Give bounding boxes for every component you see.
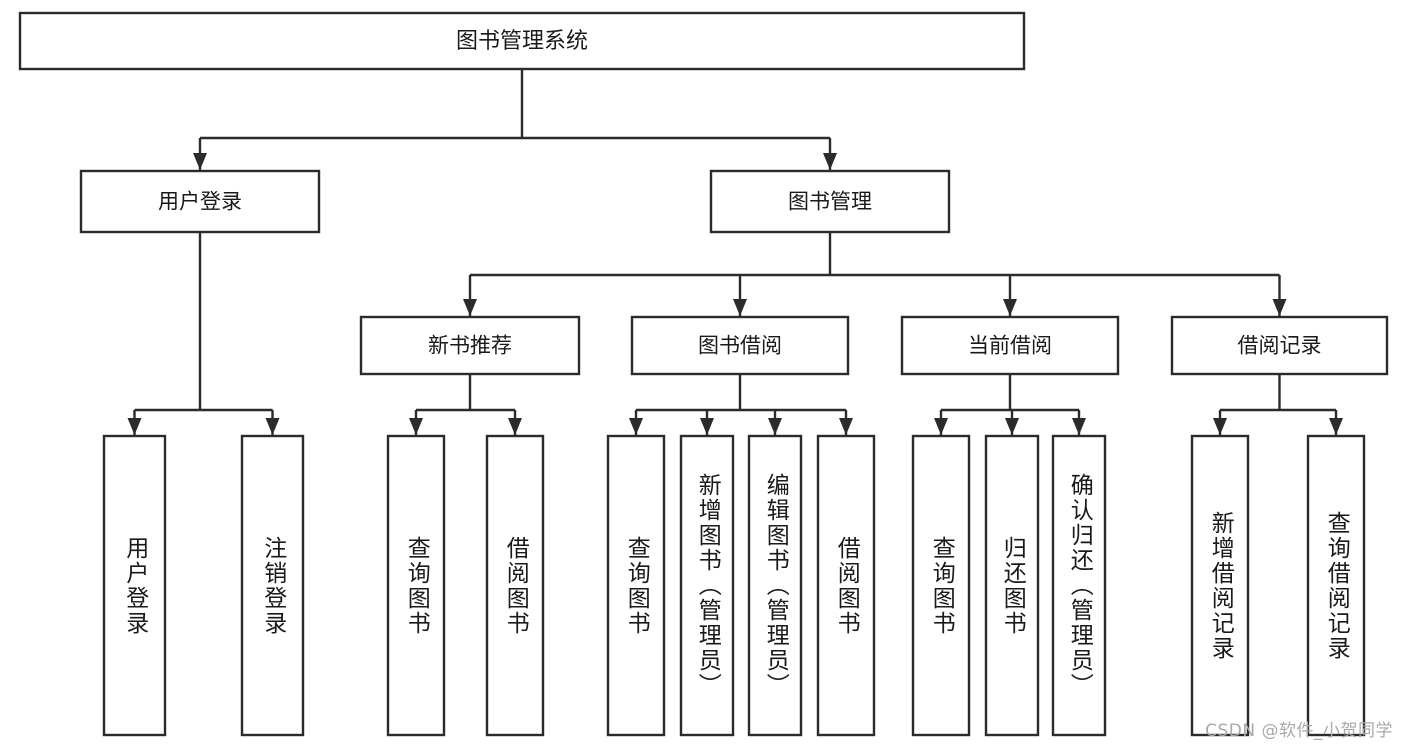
node-leaf-box-10[interactable] <box>1051 434 1107 737</box>
node-level2-box-1[interactable] <box>709 169 951 234</box>
node-leaf-box-11[interactable] <box>1190 434 1250 737</box>
node-leaf-box-3[interactable] <box>485 434 545 737</box>
arrow-head-icon <box>1005 418 1019 435</box>
node-level3-label-3: 借阅记录 <box>1238 334 1322 358</box>
arrow-head-icon <box>1072 418 1086 435</box>
node-level3-box-1[interactable] <box>630 315 850 376</box>
node-level2-label-0: 用户登录 <box>158 190 242 214</box>
arrow-head-icon <box>1272 299 1287 316</box>
node-leaf-box-4[interactable] <box>606 434 666 737</box>
arrow-head-icon <box>839 418 853 435</box>
arrow-head-icon <box>409 418 423 435</box>
arrow-head-icon <box>1213 418 1227 435</box>
node-root-label: 图书管理系统 <box>456 29 588 54</box>
node-leaf-box-9[interactable] <box>984 434 1040 737</box>
connector-layer <box>127 69 1343 435</box>
node-leaf-box-5[interactable] <box>679 434 735 737</box>
node-leaf-box-6[interactable] <box>747 434 803 737</box>
node-level3-box-0[interactable] <box>359 315 581 376</box>
arrow-head-icon <box>768 418 782 435</box>
node-level3-box-2[interactable] <box>900 315 1120 376</box>
arrow-head-icon <box>508 418 522 435</box>
node-level3-label-2: 当前借阅 <box>968 334 1052 358</box>
node-leaf-box-12[interactable] <box>1306 434 1366 737</box>
arrow-head-icon <box>823 153 837 170</box>
node-leaf-box-0[interactable] <box>102 434 167 737</box>
arrow-head-icon <box>629 418 643 435</box>
arrow-head-icon <box>934 418 948 435</box>
node-leaf-box-8[interactable] <box>911 434 971 737</box>
arrow-head-icon <box>463 299 477 316</box>
arrow-head-icon <box>127 418 142 435</box>
node-level3-label-1: 图书借阅 <box>698 334 782 358</box>
node-level3-label-0: 新书推荐 <box>428 334 512 358</box>
node-leaf-box-2[interactable] <box>386 434 446 737</box>
arrow-head-icon <box>1003 299 1017 316</box>
node-level2-box-0[interactable] <box>79 169 321 234</box>
node-level3-box-3[interactable] <box>1170 315 1389 376</box>
watermark-text: CSDN @软件_小贺同学 <box>1205 721 1393 741</box>
node-level2-label-1: 图书管理 <box>788 190 872 214</box>
node-leaf-box-7[interactable] <box>816 434 876 737</box>
arrow-head-icon <box>700 418 714 435</box>
arrow-head-icon <box>265 418 280 435</box>
arrow-head-icon <box>1329 418 1343 435</box>
arrow-head-icon <box>733 299 747 316</box>
node-root-box[interactable] <box>18 11 1026 71</box>
node-box-layer <box>18 11 1389 737</box>
node-leaf-box-1[interactable] <box>240 434 305 737</box>
arrow-head-icon <box>193 153 207 170</box>
